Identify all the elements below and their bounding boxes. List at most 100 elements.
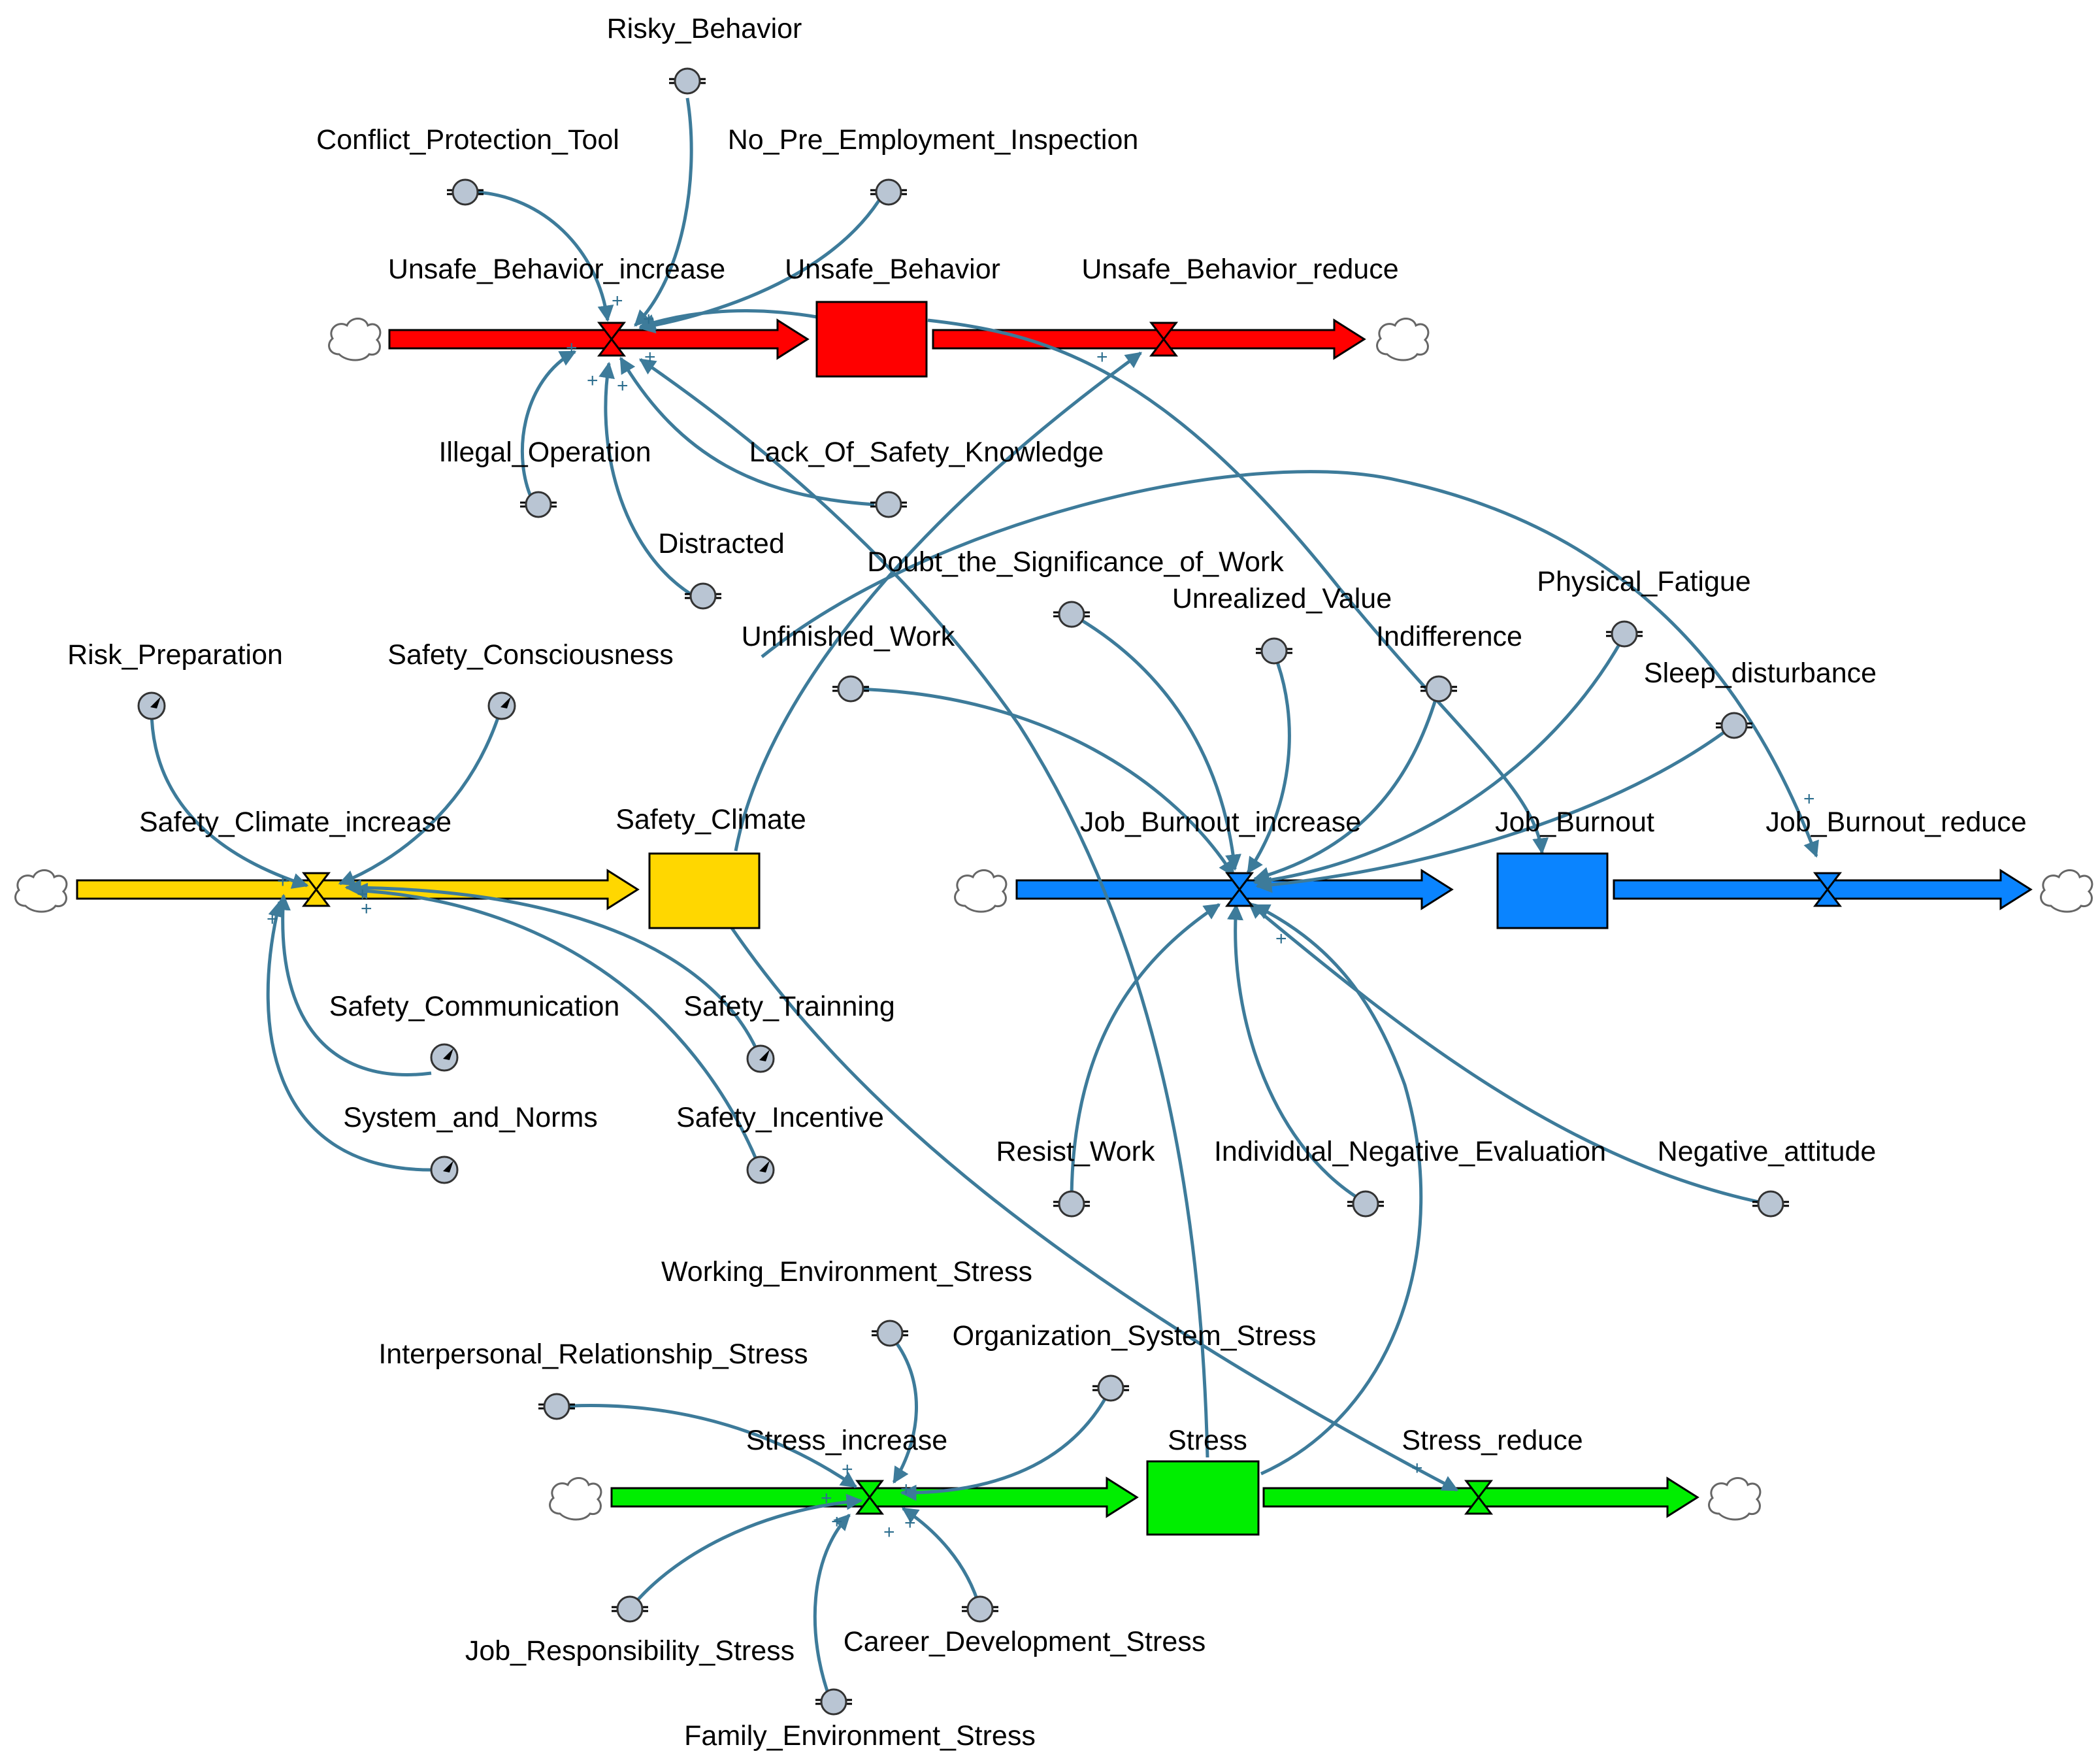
link	[150, 705, 309, 889]
aux-label: Doubt_the_Significance_of_Work	[867, 546, 1284, 578]
link	[1070, 903, 1221, 1203]
link	[351, 882, 763, 1171]
polarity-sign: +	[612, 290, 623, 312]
node-organization-system-stress[interactable]	[1092, 1374, 1129, 1402]
flow-label: Job_Burnout_reduce	[1765, 806, 2026, 838]
aux-label: Risk_Preparation	[67, 639, 283, 671]
aux-label: Risky_Behavior	[607, 13, 802, 44]
link	[629, 1493, 863, 1610]
valve-burnout-reduce[interactable]	[1813, 872, 1843, 907]
polarity-sign: +	[277, 871, 289, 892]
flow-label: Unsafe_Behavior_reduce	[1081, 254, 1398, 285]
link	[557, 1403, 858, 1489]
link	[1246, 653, 1291, 874]
flow-label: Job_Burnout_increase	[1080, 806, 1361, 838]
valve-climate-increase[interactable]	[301, 872, 331, 907]
link	[734, 351, 1143, 852]
aux-label: Unfinished_Work	[742, 621, 955, 652]
aux-label: System_and_Norms	[343, 1102, 598, 1133]
valve-burnout-increase[interactable]	[1224, 872, 1255, 907]
node-risky-behavior[interactable]	[669, 67, 706, 95]
node-safety-trainning[interactable]	[746, 1044, 775, 1073]
polarity-sign: +	[1411, 1457, 1423, 1479]
polarity-sign: +	[357, 884, 369, 905]
aux-label: Negative_attitude	[1658, 1136, 1877, 1167]
aux-label: No_Pre_Employment_Inspection	[728, 124, 1139, 156]
cloud-icon	[328, 318, 382, 361]
polarity-sign: +	[831, 1511, 843, 1533]
node-illegal-operation[interactable]	[520, 491, 557, 518]
flow-label: Safety_Climate_increase	[139, 806, 451, 838]
node-conflict-protection-tool[interactable]	[447, 178, 484, 206]
aux-label: Job_Responsibility_Stress	[465, 1635, 795, 1667]
valve-stress-increase[interactable]	[855, 1480, 885, 1515]
valve-stress-reduce[interactable]	[1464, 1480, 1494, 1515]
valve-unsafe-increase[interactable]	[597, 322, 627, 357]
node-unfinished-work[interactable]	[832, 675, 869, 703]
stock-label: Unsafe_Behavior	[785, 254, 1000, 285]
node-lack-of-safety-knowledge[interactable]	[870, 491, 907, 518]
stock-label: Stress	[1168, 1425, 1247, 1456]
node-system-and-norms[interactable]	[430, 1155, 459, 1184]
aux-label: Distracted	[658, 528, 785, 559]
node-safety-incentive[interactable]	[746, 1155, 775, 1184]
stock-job-burnout[interactable]	[1496, 852, 1609, 929]
aux-label: Conflict_Protection_Tool	[316, 124, 619, 156]
stock-unsafe-behavior[interactable]	[815, 301, 928, 378]
node-safety-communication[interactable]	[430, 1043, 459, 1072]
polarity-sign: +	[587, 370, 599, 391]
polarity-sign: +	[1096, 346, 1108, 368]
link	[634, 97, 693, 327]
node-doubt-the-significance-of-work[interactable]	[1053, 601, 1090, 628]
node-individual-negative-evaluation[interactable]	[1347, 1190, 1384, 1218]
node-unrealized-value[interactable]	[1256, 637, 1292, 665]
node-career-development-stress[interactable]	[962, 1595, 998, 1623]
polarity-sign: +	[842, 1459, 853, 1480]
node-resist-work[interactable]	[1053, 1190, 1090, 1218]
link	[1255, 725, 1733, 893]
link	[338, 705, 504, 886]
link	[1253, 637, 1625, 889]
link	[344, 879, 763, 1059]
polarity-sign: +	[904, 1512, 916, 1534]
stock-safety-climate[interactable]	[648, 852, 761, 929]
link	[813, 1514, 851, 1703]
node-no-pre-employment-inspection[interactable]	[870, 178, 907, 206]
cloud-icon	[549, 1477, 602, 1521]
node-physical-fatigue[interactable]	[1606, 620, 1643, 648]
aux-label: Physical_Fatigue	[1537, 566, 1750, 597]
stock-label: Safety_Climate	[615, 804, 806, 835]
node-risk-preparation[interactable]	[137, 691, 166, 720]
burnout-outflow-pipe	[1613, 869, 2033, 910]
cloud-icon	[954, 869, 1008, 913]
aux-label: Individual_Negative_Evaluation	[1214, 1136, 1606, 1167]
polarity-sign: +	[361, 898, 372, 920]
aux-label: Interpersonal_Relationship_Stress	[378, 1338, 808, 1370]
node-family-environment-stress[interactable]	[815, 1688, 852, 1716]
aux-label: Indifference	[1376, 621, 1522, 652]
link	[900, 1389, 1111, 1501]
stocks	[648, 301, 1609, 1536]
link	[520, 350, 577, 506]
link	[638, 357, 1209, 1458]
node-interpersonal-relationship-stress[interactable]	[538, 1393, 575, 1420]
aux-label: Family_Environment_Stress	[684, 1720, 1036, 1752]
gauge-nodes	[137, 691, 775, 1184]
node-negative-attitude[interactable]	[1752, 1190, 1789, 1218]
link	[761, 470, 1819, 858]
flow-label: Stress_increase	[746, 1425, 947, 1456]
node-indifference[interactable]	[1420, 675, 1457, 703]
valve-unsafe-reduce[interactable]	[1149, 322, 1179, 357]
node-sleep-disturbance[interactable]	[1716, 712, 1752, 739]
node-working-environment-stress[interactable]	[872, 1320, 908, 1347]
cloud-icon	[14, 869, 68, 913]
flow-pipes	[76, 318, 2033, 1518]
polarity-signs: + + + + + + + + + + + + + + + + + + + +	[267, 290, 1815, 1543]
node-job-responsibility-stress[interactable]	[612, 1595, 648, 1623]
stock-stress[interactable]	[1146, 1460, 1260, 1536]
node-safety-consciousness[interactable]	[487, 691, 516, 720]
node-distracted[interactable]	[685, 582, 721, 610]
aux-label: Safety_Communication	[329, 991, 620, 1022]
polarity-sign: +	[644, 346, 656, 368]
